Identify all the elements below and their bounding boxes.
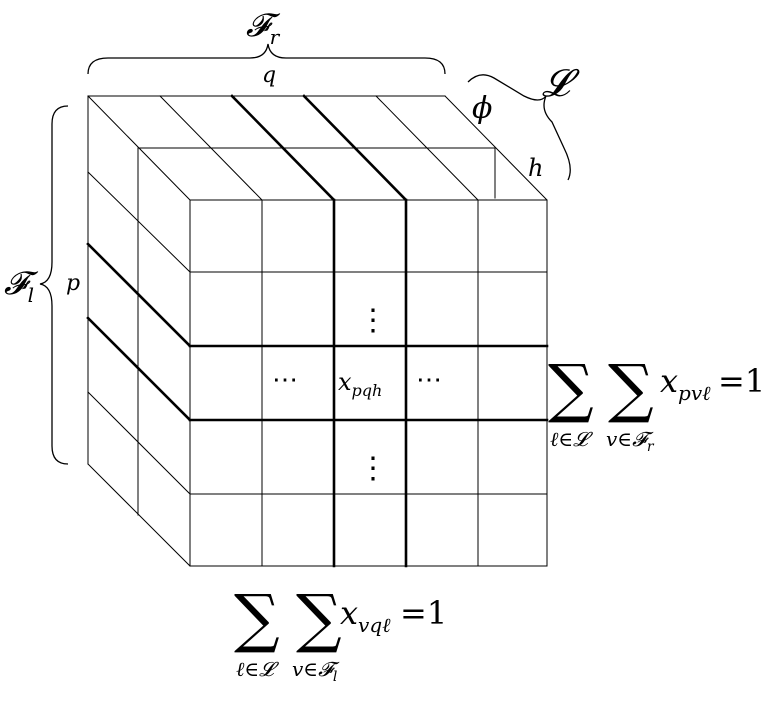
bottom-sub-2: v∈𝓕l [292,657,340,685]
left-face [86,171,192,567]
right-rhs: =1 [718,362,765,400]
dots-left: ⋯ [272,365,298,395]
right-sub-2: v∈𝓕r [606,427,655,455]
label-Fl: 𝓕l [4,264,39,307]
dots-down: ⋮ [358,451,388,486]
bottom-sigma-2: ∑ [296,582,342,656]
top-brace [87,43,446,75]
right-sigma-1: ∑ [548,352,594,426]
label-L: 𝓛 [542,61,580,105]
dots-up: ⋮ [358,303,388,338]
right-brace [467,74,571,181]
front-face [188,198,549,568]
right-sigma-2: ∑ [608,352,654,426]
bottom-sub-1: ℓ∈𝓛 [236,657,279,681]
left-brace [39,105,69,465]
right-sum: ∑ ∑ ℓ∈𝓛 v∈𝓕r xpvℓ =1 [548,352,765,455]
right-sub-1: ℓ∈𝓛 [550,427,593,451]
label-h: h [528,154,543,182]
right-term: xpvℓ [660,362,711,405]
center-variable: xpqh [338,368,382,400]
back-layer [87,95,446,465]
label-q: q [262,63,276,88]
middle-layer [137,147,496,516]
bottom-sigma-1: ∑ [234,582,280,656]
dots-right: ⋯ [416,365,442,395]
top-face [87,94,548,202]
bottom-rhs: =1 [400,594,447,632]
label-phi: ϕ [472,91,492,126]
bottom-sum: ∑ ∑ ℓ∈𝓛 v∈𝓕l xvqℓ =1 [234,582,447,685]
label-p: p [66,271,80,296]
label-Fr: 𝓕r [246,6,281,49]
bottom-term: xvqℓ [340,594,391,637]
